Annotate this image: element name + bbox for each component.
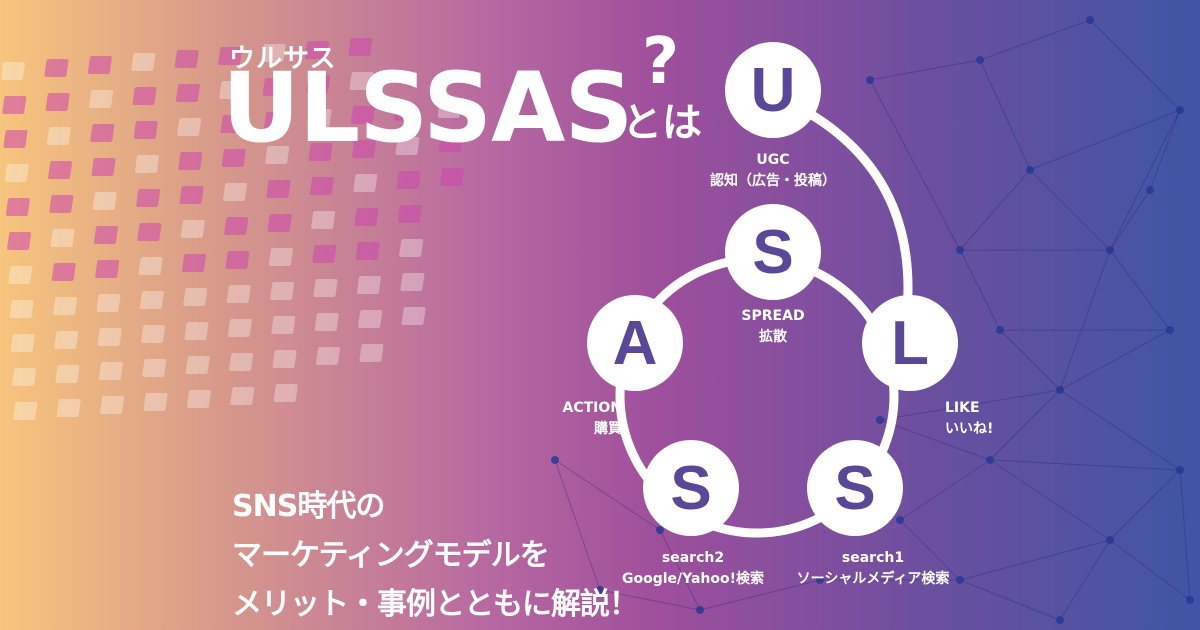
tagline-line-1: SNS時代の: [232, 489, 385, 524]
u-to-l-connector: [807, 110, 913, 335]
node-s-search2: S: [643, 440, 739, 536]
label-search2: search2 Google/Yahoo!検索: [622, 548, 764, 590]
node-s-spread: S: [725, 204, 821, 300]
network-dots: [551, 16, 1194, 624]
label-ugc: UGC 認知（広告・投稿）: [710, 150, 836, 192]
label-ugc-name: UGC: [756, 152, 790, 168]
label-spread-name: SPREAD: [741, 308, 805, 324]
page-title: ULSSAS: [222, 52, 634, 164]
label-like-desc: いいね!: [945, 421, 994, 437]
label-action-desc: 購買: [594, 421, 622, 437]
title-suffix: とは: [622, 100, 702, 146]
pixel-squares-pattern: [1, 38, 465, 420]
tagline-line-3: メリット・事例とともに解説！: [232, 587, 639, 622]
label-ugc-desc: 認知（広告・投稿）: [710, 173, 836, 189]
label-search1-name: search1: [841, 550, 905, 566]
label-search2-name: search2: [661, 550, 725, 566]
title-question-mark: ?: [642, 25, 680, 99]
node-s-search1: S: [807, 440, 903, 536]
tagline: SNS時代の マーケティングモデルを メリット・事例とともに解説！: [232, 482, 639, 629]
network-pattern: [554, 19, 1191, 621]
node-a: A: [587, 295, 683, 391]
tagline-line-2: マーケティングモデルを: [232, 538, 550, 573]
label-spread: SPREAD 拡散: [741, 306, 804, 348]
label-action-name: ACTION: [562, 400, 623, 416]
title-kana: ウルサス: [229, 44, 337, 74]
label-search1-desc: ソーシャルメディア検索: [796, 571, 950, 587]
label-spread-desc: 拡散: [759, 329, 787, 345]
node-l: L: [862, 295, 958, 391]
label-like-name: LIKE: [945, 400, 980, 416]
label-search2-desc: Google/Yahoo!検索: [621, 571, 765, 587]
label-like: LIKE いいね!: [945, 398, 993, 440]
label-search1: search1 ソーシャルメディア検索: [797, 548, 950, 590]
node-u: U: [725, 42, 821, 138]
label-action: ACTION 購買: [563, 398, 623, 440]
